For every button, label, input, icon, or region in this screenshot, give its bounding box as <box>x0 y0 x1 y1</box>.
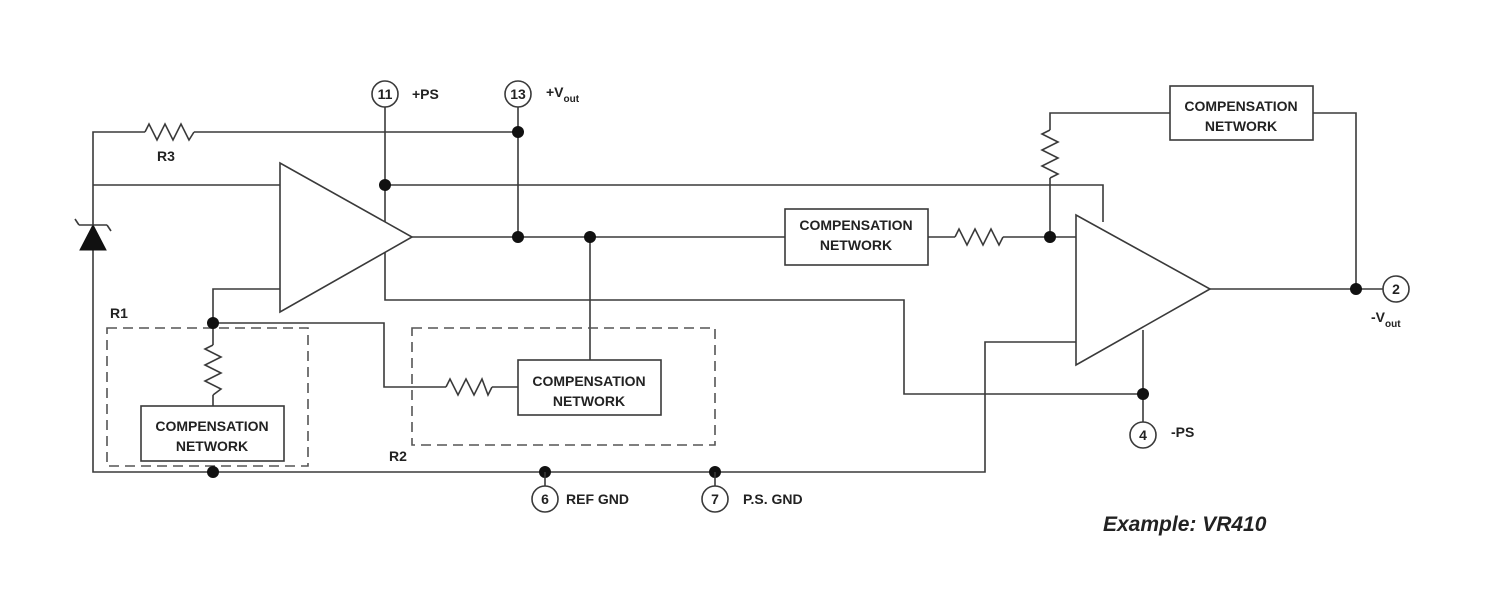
pin-13-label: +Vout <box>546 84 580 105</box>
compensation-network-middle: COMPENSATION NETWORK <box>784 208 929 266</box>
junction-dots <box>207 126 1362 478</box>
r2-label: R2 <box>389 448 407 464</box>
pin-6: 6 REF GND <box>531 485 629 513</box>
comp-r1-line1: COMPENSATION <box>155 418 268 434</box>
comp-r2-line2: NETWORK <box>553 393 625 409</box>
resistor-r3 <box>144 122 195 142</box>
r3-label: R3 <box>157 148 175 164</box>
comp-middle-line1: COMPENSATION <box>799 217 912 233</box>
zener-diode <box>74 218 112 251</box>
pin-2-label: -Vout <box>1371 309 1401 330</box>
comp-top-right-line2: NETWORK <box>1205 118 1277 134</box>
pin-7-number: 7 <box>711 491 719 507</box>
resistor-series <box>954 227 1004 247</box>
compensation-network-r2: COMPENSATION NETWORK <box>517 359 662 416</box>
pin-2: 2 -Vout <box>1371 275 1410 330</box>
comp-r1-line2: NETWORK <box>176 438 248 454</box>
pin-7-label: P.S. GND <box>743 491 803 507</box>
pin-11: 11 +PS <box>371 80 439 108</box>
pin-6-label: REF GND <box>566 491 629 507</box>
compensation-network-top-right: COMPENSATION NETWORK <box>1169 85 1314 141</box>
pin-13-number: 13 <box>510 86 526 102</box>
pin-11-label: +PS <box>412 86 439 102</box>
resistor-r2 <box>445 377 493 397</box>
comp-middle-line2: NETWORK <box>820 237 892 253</box>
pin-6-number: 6 <box>541 491 549 507</box>
pin-4: 4 -PS <box>1129 421 1194 449</box>
example-caption: Example: VR410 <box>1103 513 1267 536</box>
op-amp-2 <box>1075 213 1212 367</box>
r2-dashed-group <box>411 327 716 446</box>
r1-dashed-group <box>106 327 309 467</box>
op-amp-1 <box>279 161 414 314</box>
pin-2-number: 2 <box>1392 281 1400 297</box>
pin-13: 13 +Vout <box>504 80 580 108</box>
resistor-r1 <box>203 344 223 396</box>
comp-r2-line1: COMPENSATION <box>532 373 645 389</box>
compensation-network-r1: COMPENSATION NETWORK <box>140 405 285 462</box>
comp-top-right-line1: COMPENSATION <box>1184 98 1297 114</box>
resistor-feedback <box>1040 129 1060 179</box>
pin-11-number: 11 <box>378 86 393 102</box>
pin-4-label: -PS <box>1171 424 1194 440</box>
pin-4-number: 4 <box>1139 427 1147 443</box>
pin-7: 7 P.S. GND <box>701 485 803 513</box>
r1-label: R1 <box>110 305 128 321</box>
